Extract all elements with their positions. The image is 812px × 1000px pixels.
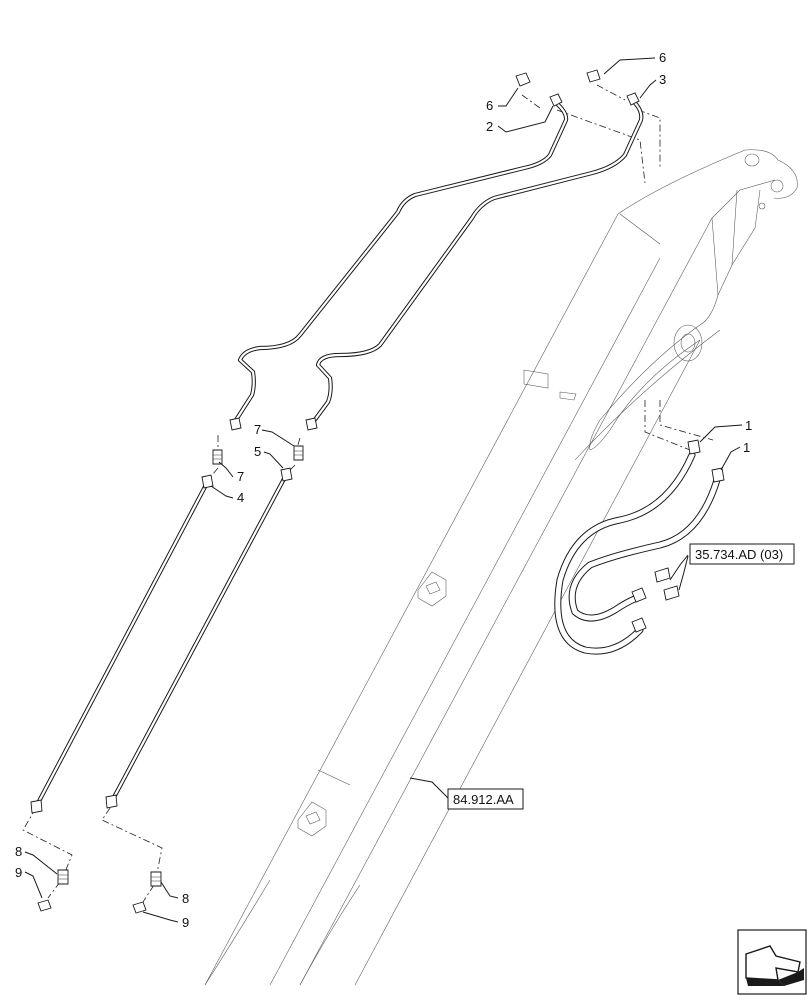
hose-assembly[interactable] <box>554 451 721 655</box>
reference-84-912-aa[interactable]: 84.912.AA <box>447 788 524 810</box>
callout-3: 3 <box>659 72 666 87</box>
pipe-2[interactable] <box>233 99 569 423</box>
boom-arm <box>204 149 798 986</box>
callout-1-upper: 1 <box>745 418 752 433</box>
callout-leaders <box>24 57 743 923</box>
pipe-4[interactable] <box>34 480 210 808</box>
callout-1-lower: 1 <box>743 440 750 455</box>
callout-9-left: 9 <box>15 865 22 880</box>
callout-6-top-left: 6 <box>486 98 493 113</box>
callout-labels: 6 3 6 2 1 1 7 7 5 4 8 9 8 9 <box>15 50 752 930</box>
reference-84-912-aa-label: 84.912.AA <box>453 792 514 807</box>
pipe-5[interactable] <box>109 474 288 804</box>
callout-6-top-right: 6 <box>659 50 666 65</box>
pipe-3[interactable] <box>308 97 644 428</box>
fittings <box>30 69 725 914</box>
reference-35-734-ad-label: 35.734.AD (03) <box>695 547 783 562</box>
callout-7-left: 7 <box>237 469 244 484</box>
callout-7-right: 7 <box>254 422 261 437</box>
callout-4: 4 <box>237 490 244 505</box>
prev-page-arrow-icon[interactable] <box>737 929 807 995</box>
callout-2: 2 <box>486 119 493 134</box>
assembly-lines <box>22 84 714 903</box>
callout-8-left: 8 <box>15 844 22 859</box>
reference-35-734-ad[interactable]: 35.734.AD (03) <box>689 543 795 565</box>
callout-9-right: 9 <box>182 915 189 930</box>
callout-8-right: 8 <box>182 891 189 906</box>
callout-5: 5 <box>254 444 261 459</box>
